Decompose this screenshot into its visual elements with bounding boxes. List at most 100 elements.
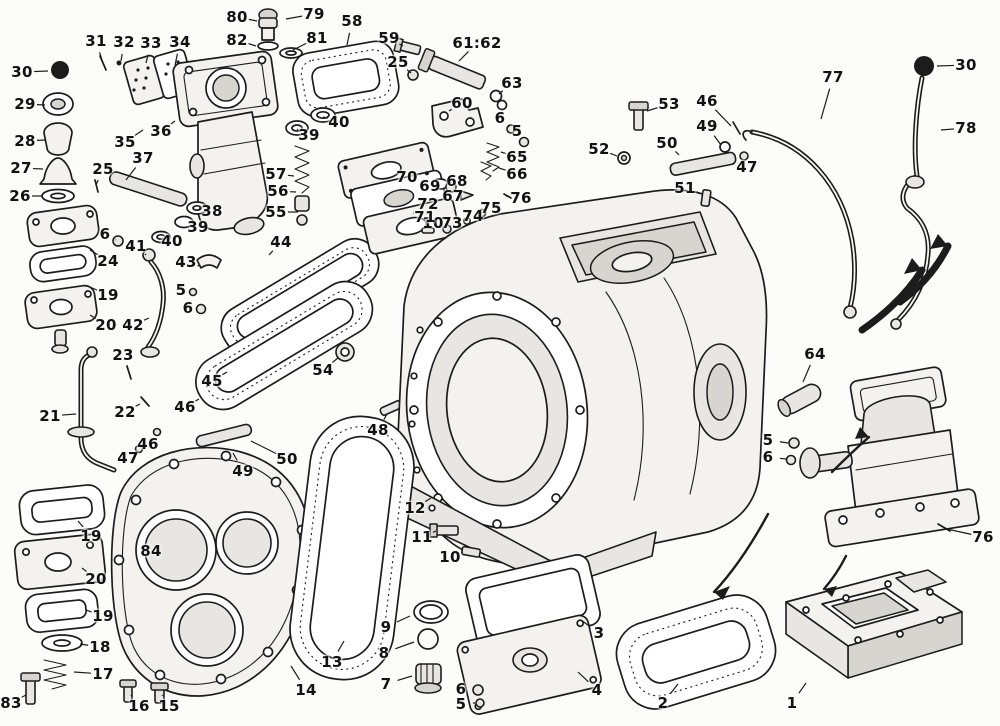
part-label-22: 22 xyxy=(114,403,136,421)
part-label-20: 20 xyxy=(95,316,117,334)
left-seal-stack xyxy=(39,61,99,204)
part-label-35: 35 xyxy=(114,133,136,151)
valve-spring-55-57 xyxy=(294,145,310,226)
gasket-2 xyxy=(615,594,777,710)
part-label-39: 39 xyxy=(187,218,209,236)
part-label-43: 43 xyxy=(175,253,197,271)
part-label-1: 1 xyxy=(786,694,798,712)
shift-tower xyxy=(777,366,980,548)
plate-stack-70-72 xyxy=(337,141,461,255)
fasteners-59-63 xyxy=(393,37,530,148)
part-label-53: 53 xyxy=(658,95,680,113)
part-label-59: 59 xyxy=(378,29,400,47)
part-label-69: 69 xyxy=(419,177,441,195)
part-label-17: 17 xyxy=(92,665,114,683)
part-label-66: 66 xyxy=(506,165,528,183)
part-label-83: 83 xyxy=(0,694,22,712)
part-label-10: 10 xyxy=(439,548,461,566)
part-label-12: 12 xyxy=(404,499,426,517)
part-label-79: 79 xyxy=(303,5,325,23)
top-cover-assembly xyxy=(172,50,279,236)
part-label-56: 56 xyxy=(267,182,289,200)
seal-rings-7-9 xyxy=(413,600,449,694)
breather-cap-79-80 xyxy=(257,8,303,59)
part-label-58: 58 xyxy=(341,12,363,30)
part-label-82: 82 xyxy=(226,31,248,49)
part-label-75: 75 xyxy=(480,199,502,217)
part-label-28: 28 xyxy=(14,132,36,150)
part-label-11: 11 xyxy=(411,528,433,546)
shift-rod-77 xyxy=(742,129,857,319)
part-label-65: 65 xyxy=(506,148,528,166)
part-label-5: 5 xyxy=(511,122,523,140)
part-label-44: 44 xyxy=(270,233,292,251)
part-label-40: 40 xyxy=(161,232,183,250)
part-label-76: 76 xyxy=(972,528,994,546)
part-label-26: 26 xyxy=(9,187,31,205)
part-label-5: 5 xyxy=(455,695,467,713)
part-label-5: 5 xyxy=(175,281,187,299)
part-label-37: 37 xyxy=(132,149,154,167)
part-label-9: 9 xyxy=(380,618,392,636)
part-label-13: 13 xyxy=(321,653,343,671)
part-label-6: 6 xyxy=(762,448,774,466)
part-label-33: 33 xyxy=(140,34,162,52)
part-label-25: 25 xyxy=(387,53,409,71)
part-label-81: 81 xyxy=(306,29,328,47)
part-label-7: 7 xyxy=(380,675,392,693)
part-label-40: 40 xyxy=(328,113,350,131)
gasket-45 xyxy=(195,280,374,411)
part-label-20: 20 xyxy=(85,570,107,588)
part-label-84: 84 xyxy=(140,542,162,560)
part-label-80: 80 xyxy=(226,8,248,26)
part-label-14: 14 xyxy=(295,681,317,699)
part-label-42: 42 xyxy=(122,316,144,334)
part-label-55: 55 xyxy=(265,203,287,221)
part-label-2: 2 xyxy=(657,694,669,712)
part-label-41: 41 xyxy=(125,237,147,255)
part-label-25: 25 xyxy=(92,160,114,178)
part-label-60: 60 xyxy=(451,94,473,112)
part-label-29: 29 xyxy=(14,95,36,113)
housing-top-hardware xyxy=(617,101,749,208)
part-label-49: 49 xyxy=(696,117,718,135)
seal-rings-39-40 xyxy=(285,107,336,136)
part-label-71: 71 xyxy=(414,208,436,226)
part-label-51: 51 xyxy=(674,179,696,197)
part-label-73: 73 xyxy=(441,214,463,232)
part-label-16: 16 xyxy=(128,697,150,715)
part-label-24: 24 xyxy=(97,252,119,270)
part-label-46: 46 xyxy=(137,435,159,453)
part-label-18: 18 xyxy=(89,638,111,656)
part-label-46: 46 xyxy=(174,398,196,416)
part-label-30: 30 xyxy=(955,56,977,74)
breather-64 xyxy=(777,383,822,417)
part-label-34: 34 xyxy=(169,33,191,51)
part-label-36: 36 xyxy=(150,122,172,140)
part-label-76: 76 xyxy=(510,189,532,207)
part-label-63: 63 xyxy=(501,74,523,92)
part-label-67: 67 xyxy=(442,187,464,205)
part-label-46: 46 xyxy=(696,92,718,110)
assembly-arrows xyxy=(712,234,952,600)
part-label-45: 45 xyxy=(201,372,223,390)
part-label-38: 38 xyxy=(201,202,223,220)
lever-42 xyxy=(140,248,222,358)
part-label-50: 50 xyxy=(656,134,678,152)
part-label-8: 8 xyxy=(378,644,390,662)
part-label-19: 19 xyxy=(97,286,119,304)
part-label-21: 21 xyxy=(39,407,61,425)
part-label-23: 23 xyxy=(112,346,134,364)
part-label-4: 4 xyxy=(591,681,603,699)
part-label-19: 19 xyxy=(80,527,102,545)
gasket-13 xyxy=(289,415,415,681)
bottom-plate-4 xyxy=(456,614,602,715)
part-label-57: 57 xyxy=(265,165,287,183)
part-label-6: 6 xyxy=(455,680,467,698)
part-label-50: 50 xyxy=(276,450,298,468)
part-label-32: 32 xyxy=(113,33,135,51)
plug-54 xyxy=(335,342,355,362)
part-label-15: 15 xyxy=(158,697,180,715)
